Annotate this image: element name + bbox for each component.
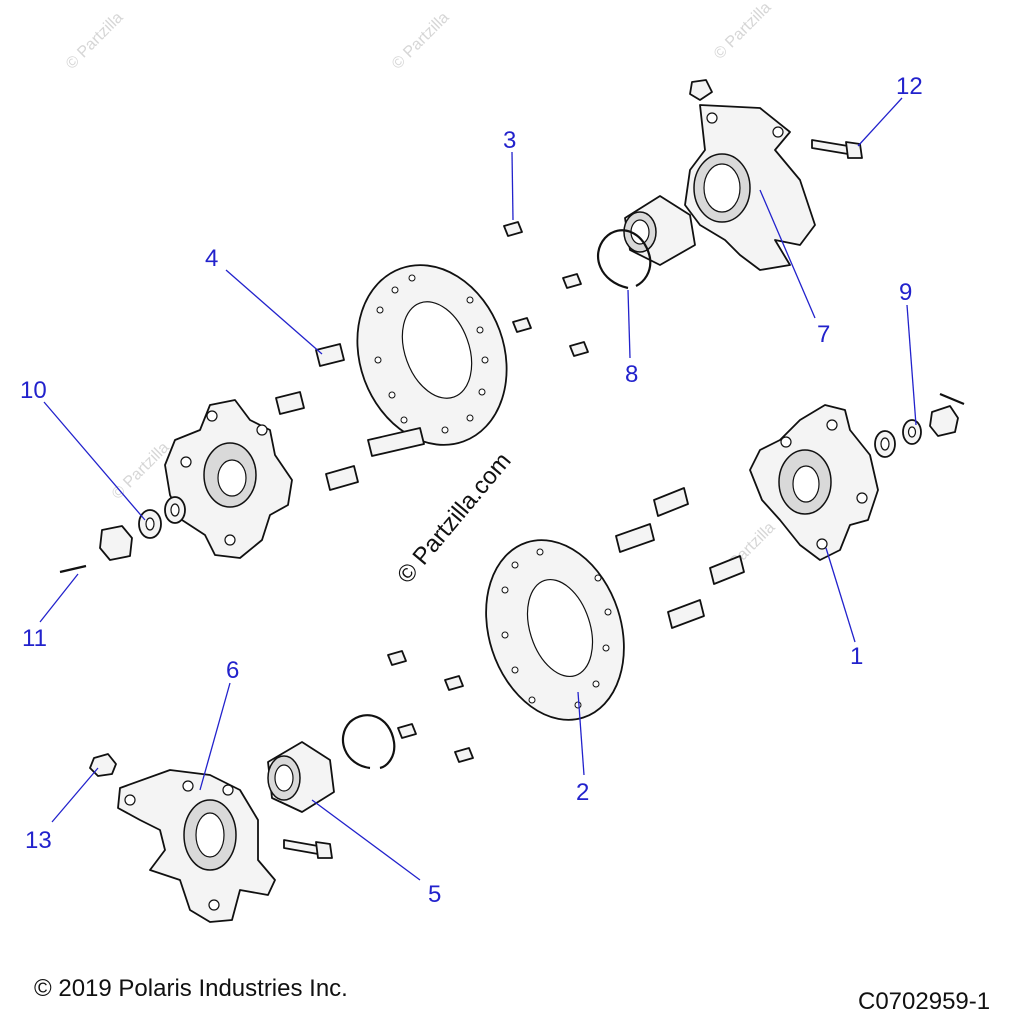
knuckle-bolt-upper: [811, 139, 863, 159]
upper-rotor-screws: [503, 221, 589, 357]
upper-hub-studs: [275, 343, 425, 491]
leader-10: [43, 401, 146, 521]
watermark-text: © Partzilla: [63, 9, 127, 73]
leader-lines: [39, 97, 917, 881]
callout-12: 12: [896, 73, 923, 100]
leader-13: [51, 767, 99, 823]
leader-4: [225, 269, 323, 355]
leader-1: [825, 547, 856, 643]
left-washers: [138, 496, 186, 539]
right-cotter-pin: [939, 392, 965, 406]
leader-6: [199, 682, 231, 791]
callout-5: 5: [428, 881, 441, 908]
callout-1: 1: [850, 643, 863, 670]
leader-7: [759, 189, 816, 319]
right-hub-studs: [615, 487, 745, 629]
lower-brake-rotor: [485, 539, 625, 721]
upper-bearing: [623, 195, 696, 266]
callout-10: 10: [20, 377, 47, 404]
callout-3: 3: [503, 127, 516, 154]
callout-9: 9: [899, 279, 912, 306]
left-castle-nut: [99, 525, 133, 561]
upper-steering-knuckle: [684, 79, 816, 271]
copyright-notice: © 2019 Polaris Industries Inc.: [34, 975, 348, 1002]
watermark-text: © Partzilla: [711, 0, 775, 63]
lower-rotor-screws: [387, 650, 474, 763]
upper-snap-ring: [596, 229, 652, 290]
leader-8: [627, 289, 631, 359]
leader-9: [906, 304, 917, 426]
watermark-text: © Partzilla: [389, 9, 453, 73]
leader-5: [311, 799, 421, 881]
leader-3: [511, 151, 514, 221]
callout-6: 6: [226, 657, 239, 684]
right-wheel-hub: [749, 404, 879, 561]
watermark-text: © Partzilla: [109, 439, 173, 503]
leader-11: [39, 573, 79, 623]
right-castle-nut: [929, 405, 959, 437]
lower-steering-knuckle: [117, 769, 276, 923]
left-cotter-pin: [59, 564, 87, 574]
callout-13: 13: [25, 827, 52, 854]
callout-labels: 1 2 3 4 5 6 7 8 9 10 11 12 13: [20, 73, 923, 908]
callout-11: 11: [22, 625, 47, 652]
callout-2: 2: [576, 779, 589, 806]
callout-7: 7: [817, 321, 830, 348]
lower-bearing: [267, 741, 335, 813]
left-wheel-hub: [164, 399, 293, 559]
right-washers: [874, 419, 922, 458]
callout-4: 4: [205, 245, 218, 272]
leader-2: [577, 691, 585, 776]
leader-12: [857, 97, 903, 147]
knuckle-bolt-lower: [283, 839, 333, 859]
upper-brake-rotor: [356, 264, 508, 446]
lower-snap-ring: [341, 714, 396, 770]
drawing-number: C0702959-1: [858, 988, 991, 1015]
callout-8: 8: [625, 361, 638, 388]
